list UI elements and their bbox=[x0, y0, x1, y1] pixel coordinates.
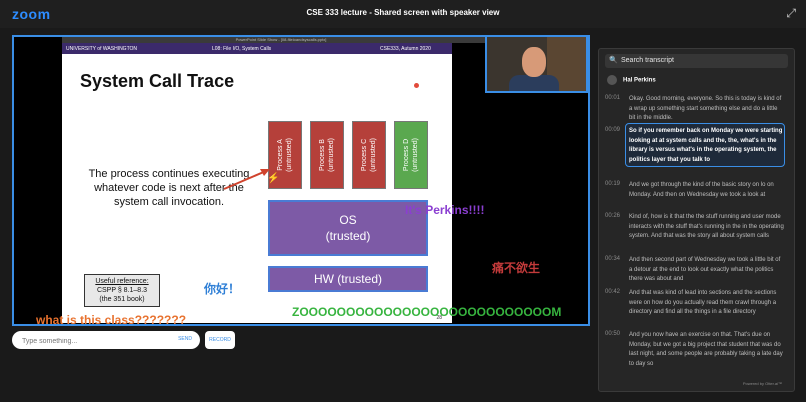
chat-input-box[interactable]: SEND bbox=[12, 331, 200, 349]
os-box: OS (trusted) bbox=[268, 200, 428, 256]
title-bar: zoom CSE 333 lecture - Shared screen wit… bbox=[0, 0, 806, 28]
transcript-time: 00:19 bbox=[605, 181, 621, 187]
useful-reference-line2: CSPP § 8.1–8.3 bbox=[96, 287, 148, 294]
process-c-box: Process C (untrusted) bbox=[352, 121, 386, 189]
transcript-time: 00:01 bbox=[605, 95, 621, 101]
transcript-text: Okay. Good morning, everyone. So this is… bbox=[629, 96, 782, 121]
chat-input[interactable] bbox=[20, 334, 164, 348]
shared-screen: PowerPoint Slide Show - [08-fileioandsys… bbox=[12, 35, 590, 326]
speaker-body bbox=[509, 75, 559, 91]
transcript-text: And then second part of Wednesday we too… bbox=[629, 257, 781, 282]
useful-reference-title: Useful reference: bbox=[95, 278, 149, 285]
useful-reference-box: Useful reference: CSPP § 8.1–8.3 (the 35… bbox=[84, 274, 160, 307]
process-b-box: Process B (untrusted) bbox=[310, 121, 344, 189]
slide-body-text: The process continues executing whatever… bbox=[88, 168, 250, 208]
transcript-text: Kind of, how is it that the the stuff ru… bbox=[629, 214, 784, 239]
hw-box: HW (trusted) bbox=[268, 266, 428, 292]
transcript-panel: 🔍 Search transcript Hal Perkins 00:01 Ok… bbox=[598, 48, 795, 392]
slide-page-number: 28 bbox=[436, 315, 442, 321]
transcript-time: 00:50 bbox=[605, 331, 621, 337]
fullscreen-icon[interactable]: ⤢ bbox=[786, 6, 796, 20]
window-title: CSE 333 lecture - Shared screen with spe… bbox=[306, 8, 500, 17]
zoom-logo: zoom bbox=[12, 6, 51, 22]
os-label: OS bbox=[339, 213, 357, 227]
course-label: CSE333, Autumn 2020 bbox=[380, 46, 431, 52]
arrow-icon bbox=[223, 169, 270, 190]
chat-overlay-nihao: 你好！ bbox=[204, 282, 241, 296]
slideshow-window-title: PowerPoint Slide Show - [08-fileioandsys… bbox=[62, 37, 500, 43]
transcript-time: 00:42 bbox=[605, 289, 621, 295]
speaker-label: Hal Perkins bbox=[607, 75, 656, 85]
chat-overlay-what-class: what is this class??????? bbox=[36, 313, 187, 327]
lightning-icon: ⚡ bbox=[267, 173, 280, 184]
transcript-search[interactable]: 🔍 Search transcript bbox=[605, 54, 788, 68]
process-a-box: Process A (untrusted) bbox=[268, 121, 302, 189]
search-placeholder: Search transcript bbox=[621, 57, 674, 64]
transcript-time: 00:26 bbox=[605, 213, 621, 219]
os-trusted-label: (trusted) bbox=[325, 229, 371, 243]
chat-overlay-tongbuyusheng: 痛不欲生 bbox=[492, 261, 541, 275]
transcript-text: So if you remember back on Monday we wer… bbox=[629, 128, 783, 163]
record-button[interactable]: RECORD bbox=[205, 331, 235, 349]
slide-title: System Call Trace bbox=[80, 71, 235, 91]
speaker-face bbox=[522, 47, 546, 77]
chat-overlay-perkins: It's Perkins!!!! bbox=[405, 203, 485, 217]
search-icon: 🔍 bbox=[609, 57, 618, 64]
powered-by-label: Powered by Otter.ai™ bbox=[742, 381, 782, 386]
slide: UNIVERSITY of WASHINGTON L08: File I/O, … bbox=[62, 43, 452, 323]
chat-overlay-zoom: ZOOOOOOOOOOOOOOOOOOOOOOOOOOOM bbox=[292, 305, 562, 319]
laser-pointer-dot bbox=[414, 83, 419, 88]
lecture-label: L08: File I/O, System Calls bbox=[212, 46, 272, 52]
uw-header-bar: UNIVERSITY of WASHINGTON L08: File I/O, … bbox=[62, 43, 452, 54]
process-d-box: Process D (untrusted) bbox=[394, 121, 428, 189]
transcript-time: 00:09 bbox=[605, 127, 621, 133]
speaker-name: Hal Perkins bbox=[623, 77, 656, 84]
active-highlight bbox=[625, 123, 785, 167]
transcript-time: 00:34 bbox=[605, 256, 621, 262]
transcript-text: And that was kind of lead into sections … bbox=[629, 290, 777, 315]
useful-reference-line3: (the 351 book) bbox=[99, 296, 145, 303]
speaker-video[interactable] bbox=[485, 35, 588, 93]
uw-logo-text: UNIVERSITY of WASHINGTON bbox=[66, 46, 138, 52]
transcript-text: And we got through the kind of the basic… bbox=[629, 182, 774, 198]
speaker-avatar bbox=[607, 75, 617, 85]
send-button[interactable]: SEND bbox=[178, 336, 192, 342]
transcript-text: And you now have an exercise on that. Th… bbox=[629, 332, 783, 367]
